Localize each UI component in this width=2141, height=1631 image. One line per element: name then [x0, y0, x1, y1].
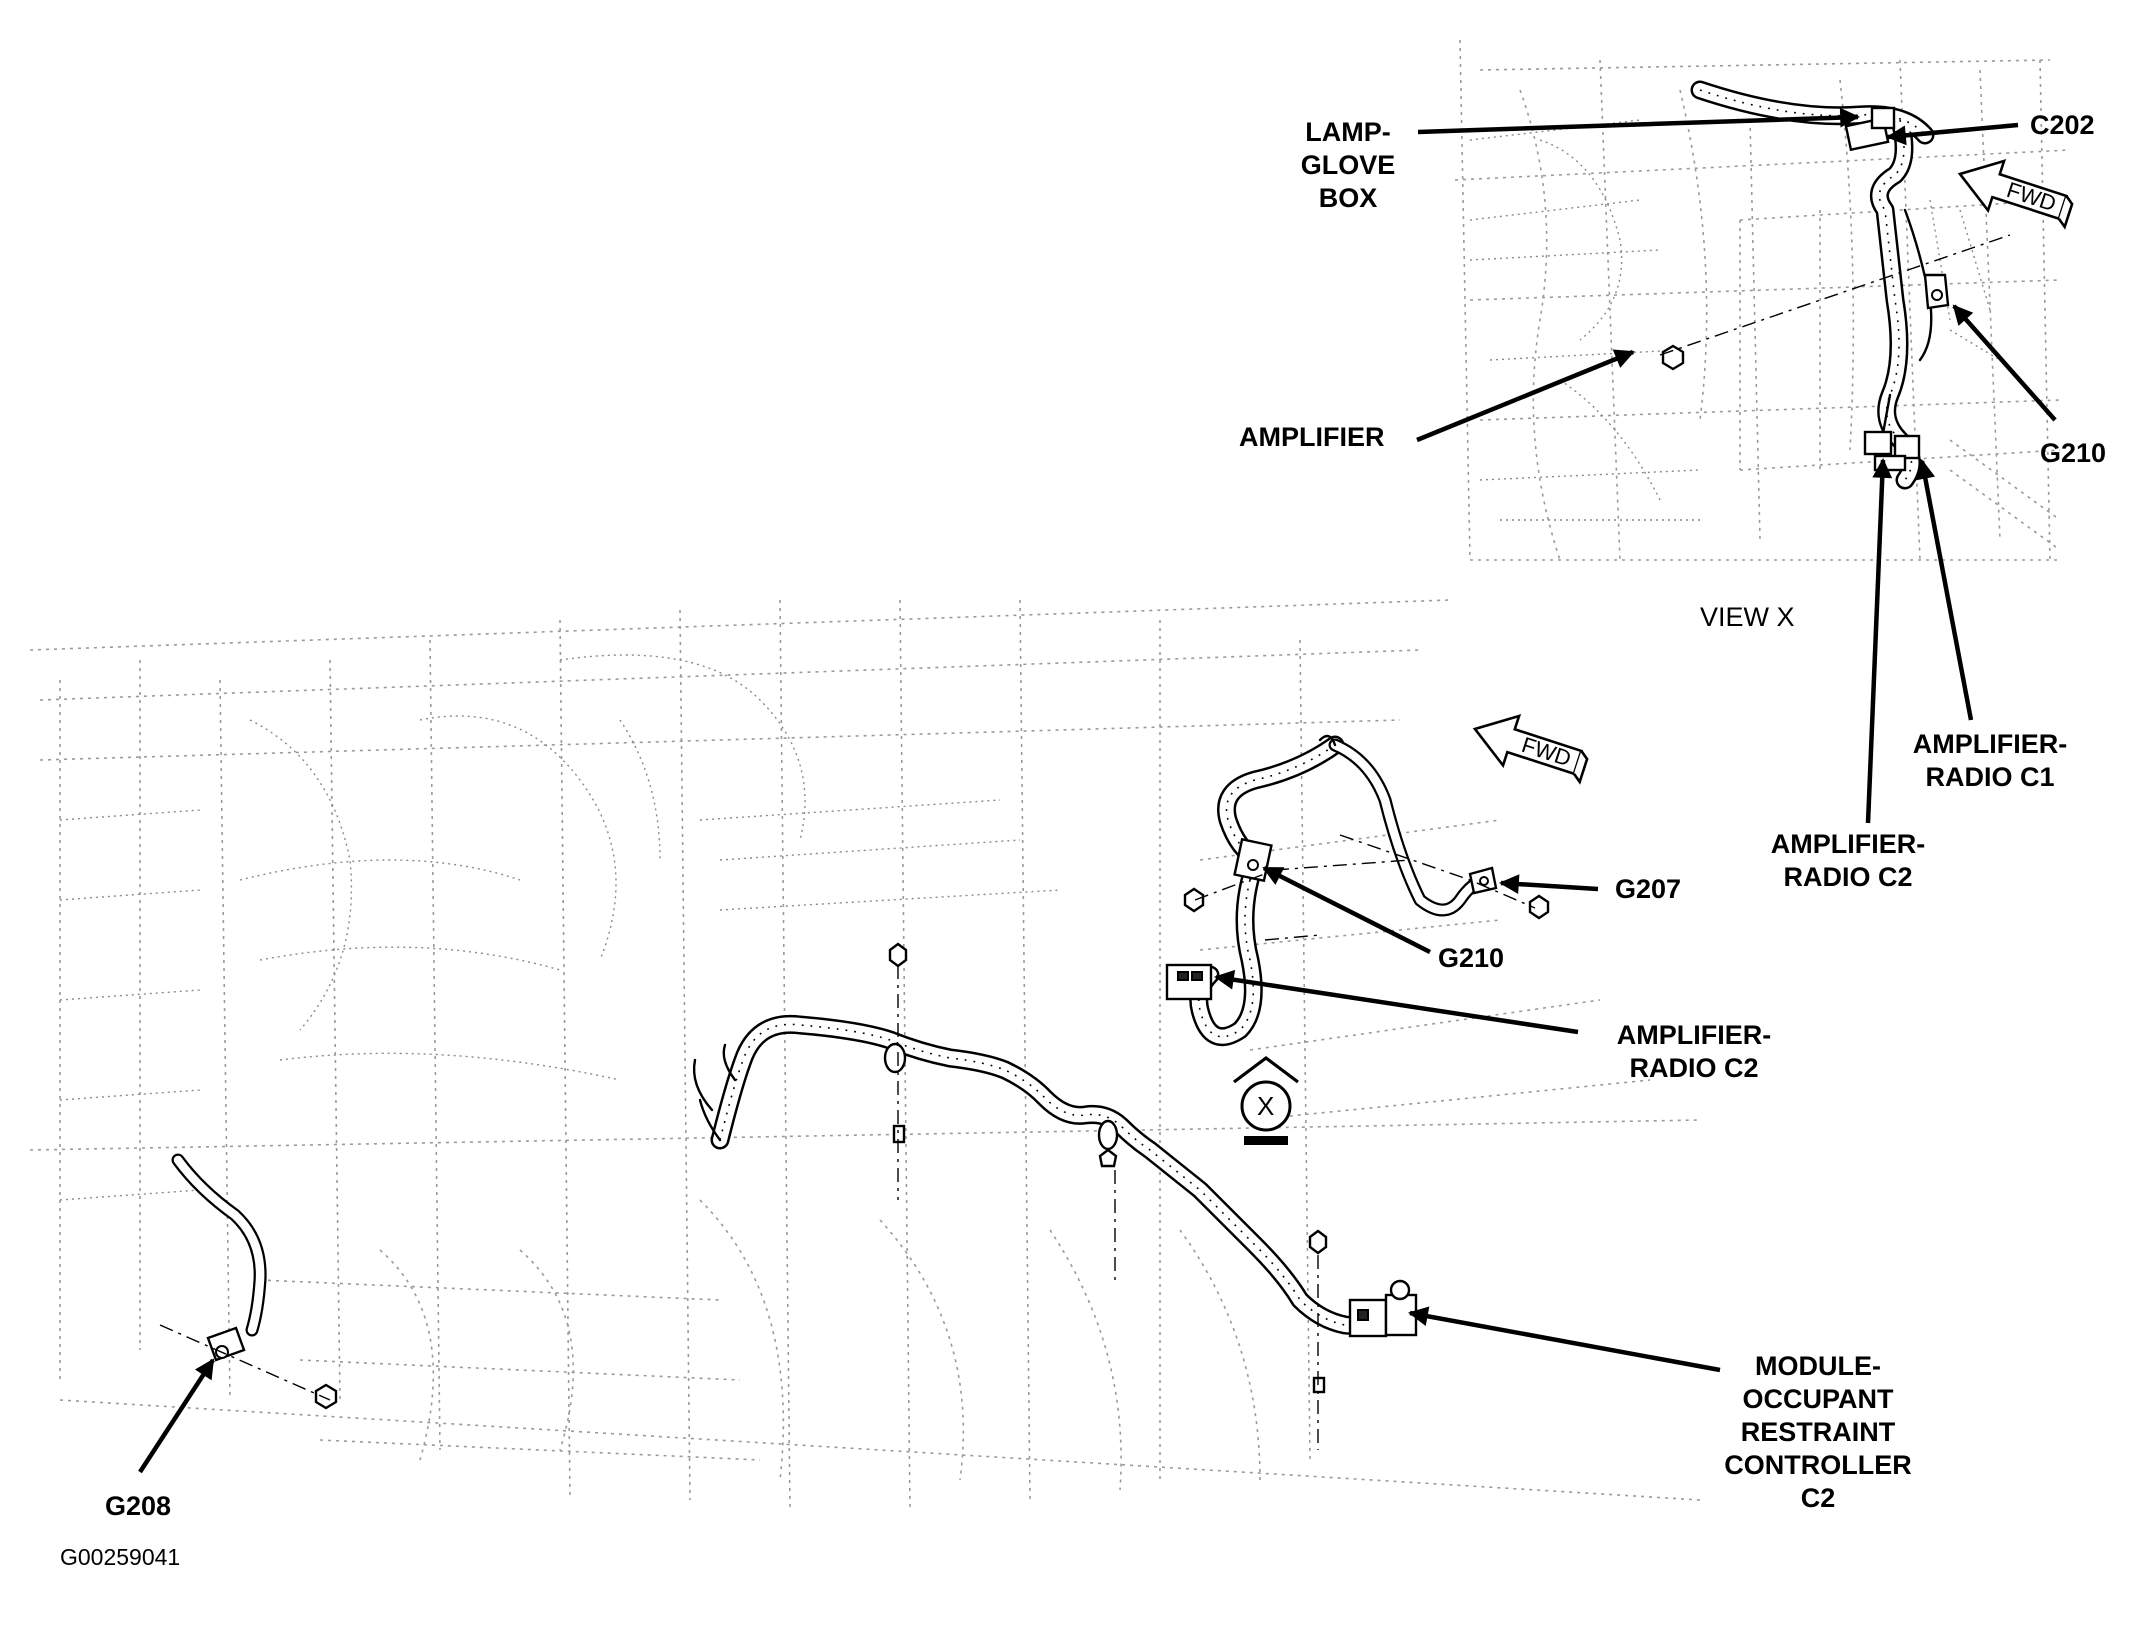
- callout-amplifier-radio-c1: AMPLIFIER- RADIO C1: [1913, 729, 2068, 792]
- orc-c2-connector: [1348, 1279, 1418, 1338]
- svg-text:LAMP-: LAMP-: [1305, 117, 1390, 147]
- svg-text:AMPLIFIER-: AMPLIFIER-: [1913, 729, 2068, 759]
- amplifier-harness: [1189, 734, 1489, 1047]
- fwd-arrow-icon: FWD: [1957, 159, 2074, 230]
- bolt-icon: [888, 942, 1328, 1394]
- instrument-panel-ghost-upper: [1454, 39, 2071, 561]
- connector-icon: [1165, 963, 1213, 1001]
- g208-ground-ring: [206, 1326, 246, 1362]
- harness-clip-center: [883, 1042, 1119, 1168]
- bolt-icon: [314, 1383, 338, 1410]
- fwd-arrow-icon: FWD: [1472, 714, 1589, 785]
- amplifier-mount-line: [1659, 234, 2011, 356]
- callout-g210-upper: G210: [2040, 438, 2106, 468]
- bolt-icon: [1661, 344, 1685, 371]
- svg-text:RADIO C1: RADIO C1: [1925, 762, 2054, 792]
- main-instrument-panel-harness: [692, 1014, 1390, 1336]
- g207-mount-line: [1339, 834, 1536, 909]
- bolt-icon: [1183, 887, 1550, 920]
- g210-ground-ring: [1233, 837, 1273, 883]
- svg-text:OCCUPANT: OCCUPANT: [1743, 1384, 1894, 1414]
- view-x-label: VIEW X: [1700, 602, 1795, 632]
- g208-mount-line: [159, 1324, 331, 1401]
- svg-text:RADIO C2: RADIO C2: [1629, 1053, 1758, 1083]
- callout-g208: G208: [105, 1491, 171, 1521]
- instrument-panel-ghost-main: [29, 599, 1701, 1511]
- svg-text:MODULE-: MODULE-: [1755, 1351, 1881, 1381]
- svg-text:RADIO C2: RADIO C2: [1783, 862, 1912, 892]
- callout-c202: C202: [2030, 110, 2095, 140]
- svg-text:AMPLIFIER-: AMPLIFIER-: [1771, 829, 1926, 859]
- svg-text:CONTROLLER: CONTROLLER: [1724, 1450, 1911, 1480]
- view-x-harness: [1690, 80, 1935, 490]
- connector-mount-line: [1264, 934, 1321, 941]
- g207-ground-ring: [1468, 866, 1498, 895]
- callout-g207: G207: [1615, 874, 1681, 904]
- view-x-eye-icon: X: [1233, 1056, 1299, 1145]
- figure-id: G00259041: [60, 1544, 180, 1570]
- callout-g210-lower: G210: [1438, 943, 1504, 973]
- ground-ring-icon: [1923, 273, 1950, 310]
- svg-text:GLOVE: GLOVE: [1301, 150, 1396, 180]
- g210-mount-line: [1194, 859, 1411, 901]
- arrow-icon: [138, 107, 2057, 1474]
- svg-text:RESTRAINT: RESTRAINT: [1741, 1417, 1896, 1447]
- svg-text:X: X: [1257, 1091, 1274, 1121]
- left-ground-harness: [171, 1153, 267, 1337]
- svg-text:AMPLIFIER-: AMPLIFIER-: [1617, 1020, 1772, 1050]
- callout-module-occupant-restraint-controller-c2: MODULE- OCCUPANT RESTRAINT CONTROLLER C2: [1724, 1351, 1911, 1513]
- callout-amplifier-radio-c2-lower: AMPLIFIER- RADIO C2: [1617, 1020, 1772, 1083]
- svg-text:BOX: BOX: [1319, 183, 1378, 213]
- callout-amplifier: AMPLIFIER: [1239, 422, 1385, 452]
- callout-lamp-glove-box: LAMP- GLOVE BOX: [1301, 117, 1396, 213]
- callout-amplifier-radio-c2-upper: AMPLIFIER- RADIO C2: [1771, 829, 1926, 892]
- svg-text:C2: C2: [1801, 1483, 1836, 1513]
